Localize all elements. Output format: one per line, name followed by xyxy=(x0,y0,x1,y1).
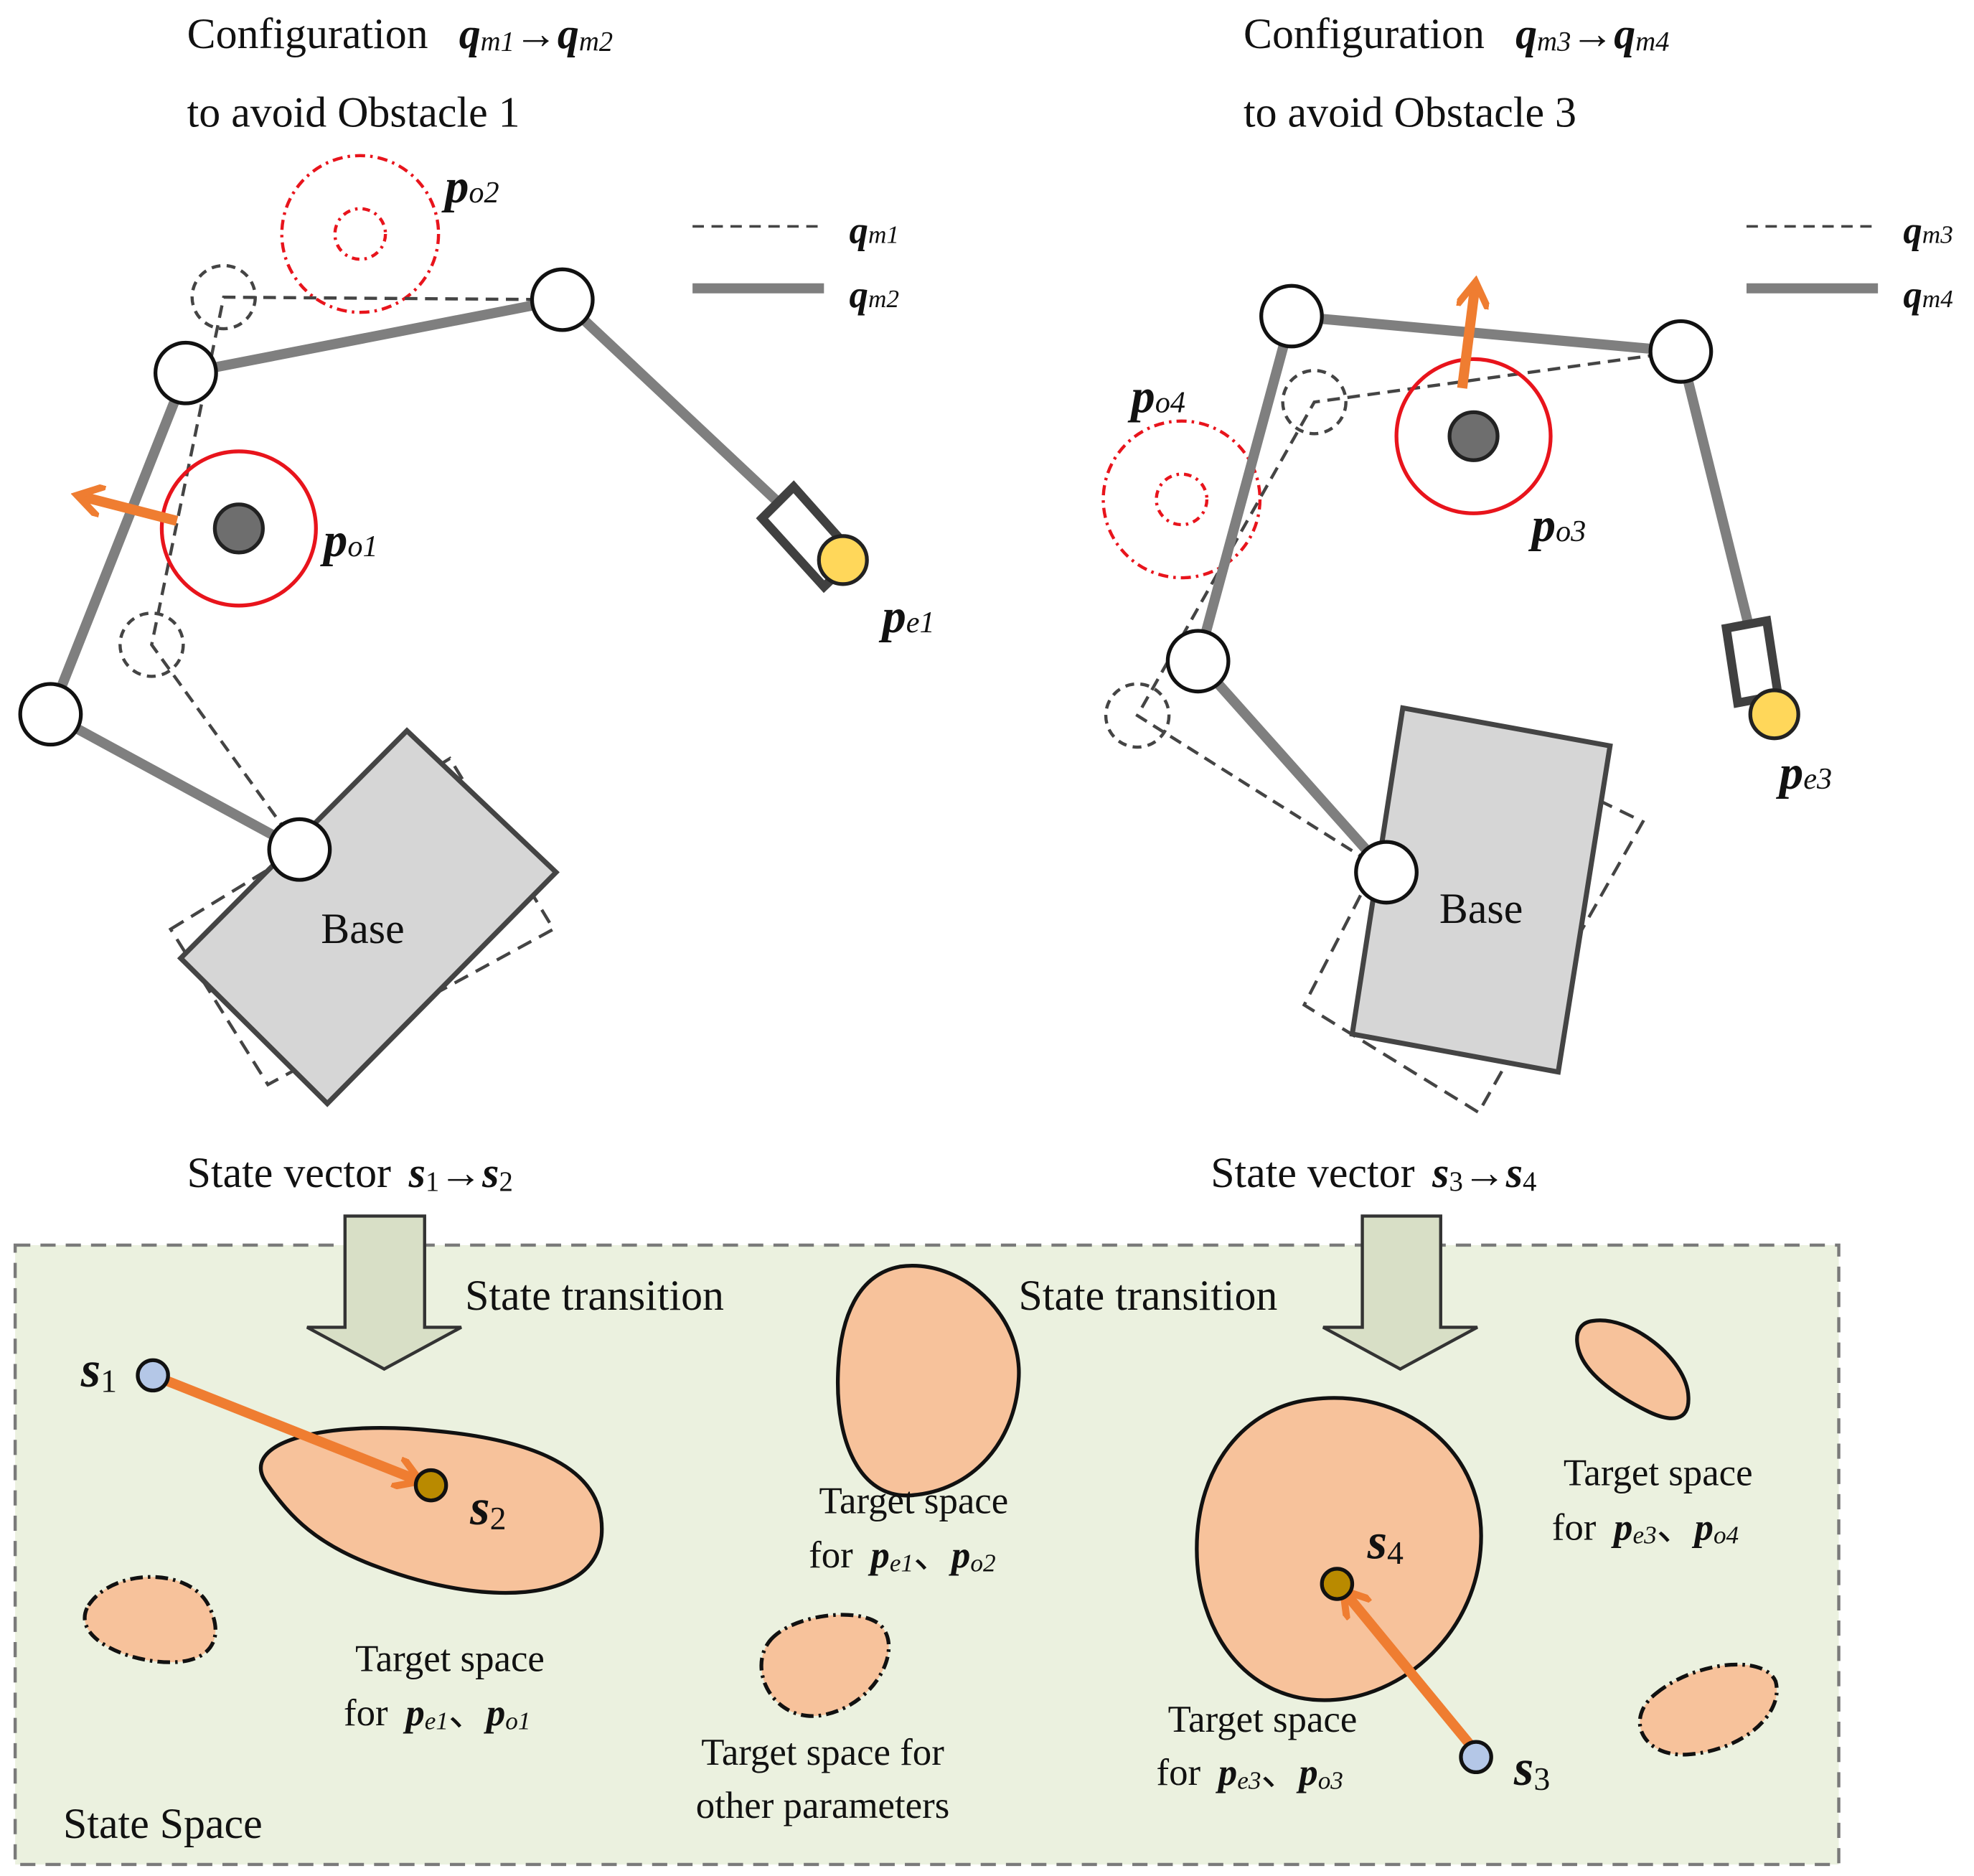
avoid-direction-arrow xyxy=(1462,289,1475,389)
base-joint xyxy=(267,817,332,882)
target-space-blob-2 xyxy=(836,1264,1021,1498)
state-point-s1 xyxy=(136,1358,170,1393)
joint-dashed xyxy=(118,611,185,678)
joint xyxy=(153,340,218,405)
state-space-label: State Space xyxy=(63,1800,263,1847)
end-effector-pe3 xyxy=(1748,688,1800,741)
left-title-line1: Configuration qm1→qm2 xyxy=(187,10,614,57)
state-point-s2 xyxy=(413,1468,448,1503)
end-effector-pe1 xyxy=(817,534,869,586)
target-space-2-line1: Target space xyxy=(819,1480,1008,1521)
right-title-line2: to avoid Obstacle 3 xyxy=(1244,88,1576,136)
target-space-other-line2: other parameters xyxy=(696,1785,949,1826)
state-transition-label-left: State transition xyxy=(465,1272,724,1319)
target-space-blob-4 xyxy=(1575,1318,1691,1420)
target-space-other-blob xyxy=(759,1613,891,1718)
base-label: Base xyxy=(321,905,404,952)
target-space-other-blob xyxy=(83,1575,217,1664)
joint-dashed xyxy=(1104,682,1171,749)
label-pe3: pe3 xyxy=(1776,746,1832,799)
label-s4: s4 xyxy=(1367,1514,1404,1571)
joint xyxy=(1648,319,1714,384)
target-space-other-blob xyxy=(1637,1662,1779,1757)
obstacle-3-core xyxy=(1447,410,1500,462)
target-space-3-line1: Target space xyxy=(1168,1699,1358,1740)
state-space-panel: State transition State transition s1 s2 … xyxy=(13,1214,1841,1867)
state-transition-arrow-left xyxy=(306,1214,462,1371)
state-transition-label-right: State transition xyxy=(1019,1272,1278,1319)
label-po3: po3 xyxy=(1528,499,1587,552)
label-pe1: pe1 xyxy=(878,590,934,643)
label-s3: s3 xyxy=(1513,1740,1550,1797)
joint xyxy=(1259,283,1324,349)
transition-arrow-s3-s4 xyxy=(1347,1595,1480,1755)
base-solid xyxy=(1349,705,1613,1075)
target-space-blob-1 xyxy=(258,1426,604,1595)
obstacle-4-outer-ring xyxy=(1101,419,1262,580)
obstacle-1-ring xyxy=(159,449,318,608)
base-joint xyxy=(1354,840,1419,905)
target-space-blob-3 xyxy=(1195,1396,1483,1702)
obstacle-1-core xyxy=(212,502,265,555)
base-label: Base xyxy=(1439,885,1523,932)
legend-qm3-label: qm3 xyxy=(1903,210,1952,251)
label-po4: po4 xyxy=(1127,370,1185,423)
left-panel: Configuration qm1→qm2 to avoid Obstacle … xyxy=(18,10,935,1197)
target-space-other-line1: Target space for xyxy=(701,1732,944,1773)
right-title-line1: Configuration qm3→qm4 xyxy=(1244,10,1670,57)
label-po2: po2 xyxy=(441,160,499,213)
right-panel: Configuration qm3→qm4 to avoid Obstacle … xyxy=(1101,10,1953,1197)
left-title-prefix: Configuration xyxy=(187,10,428,57)
state-point-s4 xyxy=(1320,1567,1355,1601)
target-space-4-line1: Target space xyxy=(1564,1453,1753,1494)
joint-dashed xyxy=(190,263,257,331)
left-title-line2: to avoid Obstacle 1 xyxy=(187,88,520,136)
legend-qm4-label: qm4 xyxy=(1903,274,1952,316)
joint xyxy=(18,682,83,747)
obstacle-4-inner-ring xyxy=(1155,472,1209,527)
target-space-1-line1: Target space xyxy=(355,1638,545,1679)
legend-qm2-label: qm2 xyxy=(850,274,899,316)
joint xyxy=(530,267,595,332)
label-s1: s1 xyxy=(80,1342,117,1399)
obstacle-2-inner-ring xyxy=(333,207,387,261)
legend-qm1-label: qm1 xyxy=(850,210,899,251)
joint xyxy=(1165,629,1231,694)
obstacle-3-ring xyxy=(1394,357,1553,515)
obstacle-2-outer-ring xyxy=(280,154,441,314)
joint-dashed xyxy=(1281,369,1348,436)
state-point-s3 xyxy=(1459,1740,1493,1775)
label-s2: s2 xyxy=(469,1480,506,1537)
label-po1: po1 xyxy=(320,514,378,567)
base-solid xyxy=(177,727,560,1107)
state-transition-arrow-right xyxy=(1322,1214,1478,1371)
avoid-direction-arrow xyxy=(83,497,179,526)
transition-arrow-s1-s2 xyxy=(151,1370,415,1478)
